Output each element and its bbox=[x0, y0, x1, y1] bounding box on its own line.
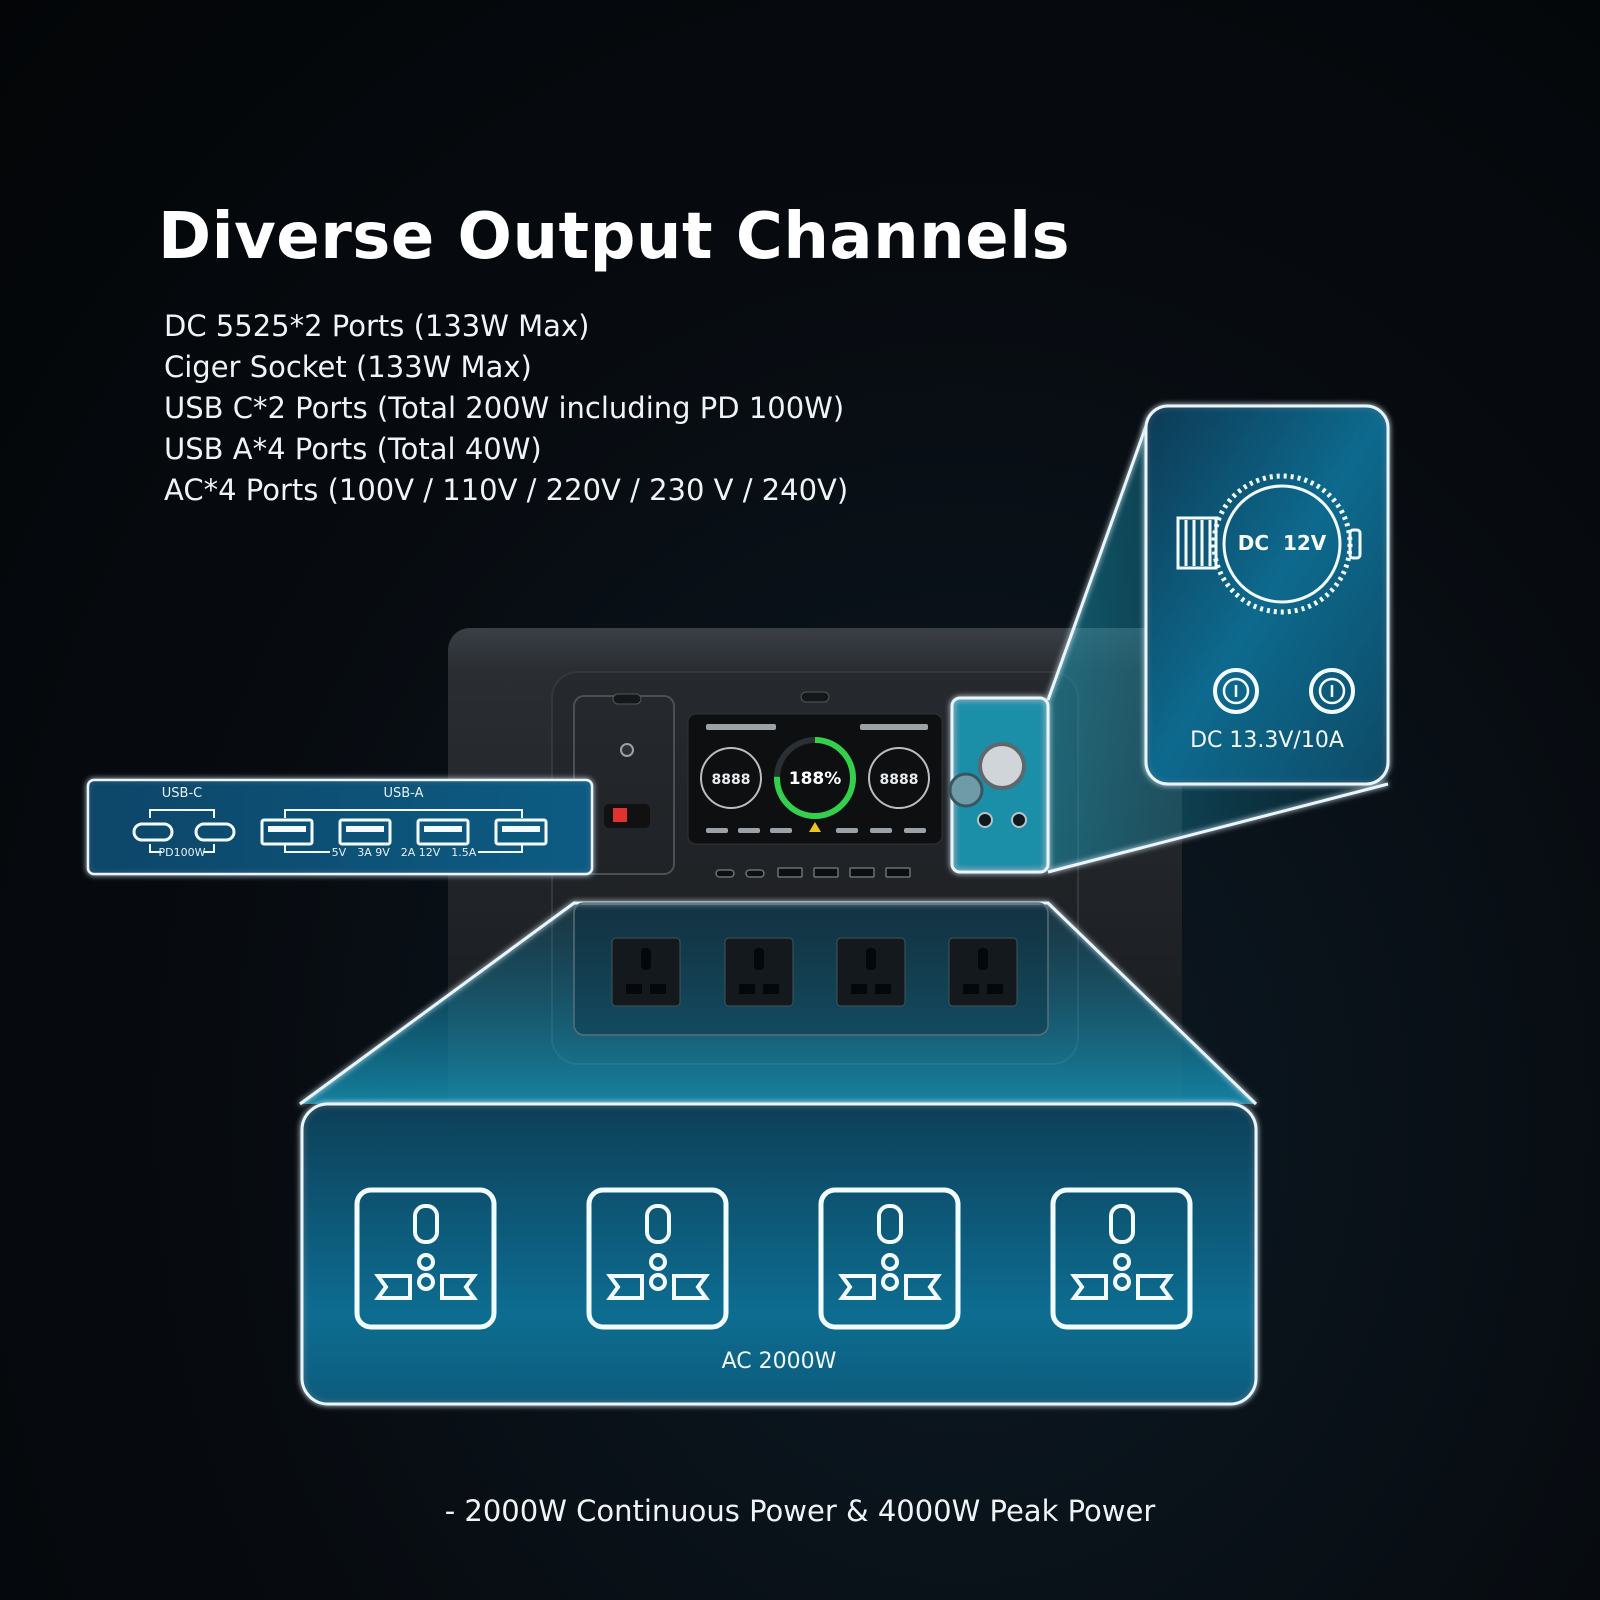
cigar-socket-inner-ring bbox=[1222, 484, 1342, 604]
ac-outlet-socket-glyphs bbox=[374, 1204, 1174, 1300]
front-usb-ports bbox=[715, 867, 911, 878]
lcd-screen bbox=[687, 713, 943, 845]
ac-outlet-icon bbox=[354, 1187, 497, 1330]
cigar-socket-label: DC 12V bbox=[1237, 531, 1327, 555]
usb-c-port-icons bbox=[132, 822, 236, 842]
lcd-button bbox=[800, 691, 830, 703]
battery-percent-digits: 188% bbox=[789, 769, 842, 789]
spec-item: USB A*4 Ports (Total 40W) bbox=[164, 432, 542, 466]
usb-a-spec-label: 5V 3A 9V 2A 12V 1.5A bbox=[331, 846, 477, 859]
input-watts-gauge bbox=[700, 747, 762, 809]
usb-a-port-tongues bbox=[268, 826, 540, 832]
cigar-socket-tab bbox=[1348, 528, 1362, 560]
ac-callout-label: AC 2000W bbox=[721, 1349, 837, 1374]
spec-item: USB C*2 Ports (Total 200W including PD 1… bbox=[164, 391, 845, 425]
dc5525-port-icon-inner bbox=[1318, 677, 1346, 705]
device-ac-outlet-holes bbox=[626, 948, 1003, 994]
ac-outlet-icon bbox=[586, 1187, 729, 1330]
usb-c-port-icon bbox=[194, 822, 236, 842]
usb-a-port-icon bbox=[338, 818, 392, 846]
usb-a-port-icon bbox=[416, 818, 470, 846]
spec-item: Ciger Socket (133W Max) bbox=[164, 350, 532, 384]
warning-icon bbox=[809, 822, 821, 832]
device-cigar-socket bbox=[978, 742, 1026, 790]
dc5525-port-icon-inner bbox=[1222, 677, 1250, 705]
dc5525-port-icon bbox=[1309, 668, 1355, 714]
input-watts-digits: 8888 bbox=[712, 772, 751, 788]
usb-brackets bbox=[149, 809, 523, 853]
lcd-status-icons bbox=[706, 724, 928, 833]
dc-input-port bbox=[620, 743, 634, 757]
led-indicator bbox=[612, 693, 642, 705]
dc-callout-box bbox=[1144, 404, 1390, 786]
output-watts-digits: 8888 bbox=[880, 772, 919, 788]
usb-a-port-icon bbox=[494, 818, 548, 846]
pd-label: PD100W bbox=[158, 846, 206, 859]
usb-a-label: USB-A bbox=[383, 786, 424, 801]
spec-item: DC 5525*2 Ports (133W Max) bbox=[164, 309, 590, 343]
output-watts-gauge bbox=[868, 747, 930, 809]
ac-callout-box bbox=[300, 1102, 1258, 1406]
spec-item: AC*4 Ports (100V / 110V / 220V / 230 V /… bbox=[164, 473, 849, 507]
footer-text: - 2000W Continuous Power & 4000W Peak Po… bbox=[444, 1494, 1156, 1528]
device-dc5525-port bbox=[977, 812, 993, 828]
usb-a-port-icons bbox=[260, 818, 548, 846]
device-socket-cap bbox=[948, 772, 984, 808]
battery-gauge-fill bbox=[774, 737, 856, 819]
page-title: Diverse Output Channels bbox=[158, 200, 1071, 274]
usb-c-port-icon bbox=[132, 822, 174, 842]
usb-c-label: USB-C bbox=[161, 786, 203, 801]
cigar-socket-clip-ridges bbox=[1184, 520, 1212, 566]
dc-port-label: DC 13.3V/10A bbox=[1190, 728, 1344, 753]
ac-outlet-icon bbox=[818, 1187, 961, 1330]
device-ac-panel bbox=[573, 902, 1049, 1036]
spec-list: DC 5525*2 Ports (133W Max) Ciger Socket … bbox=[164, 306, 848, 511]
dc-beam-edge bbox=[1047, 782, 1389, 874]
dc5525-port-icon bbox=[1213, 668, 1259, 714]
usb-a-port-icon bbox=[260, 818, 314, 846]
ac-outlet-icons bbox=[354, 1187, 1193, 1330]
dc-beam-edge bbox=[1046, 425, 1148, 701]
anderson-red-terminal bbox=[613, 808, 627, 822]
ac-outlet-icon bbox=[1050, 1187, 1193, 1330]
cigar-socket-clip bbox=[1176, 516, 1218, 570]
device-dc5525-port bbox=[1011, 812, 1027, 828]
